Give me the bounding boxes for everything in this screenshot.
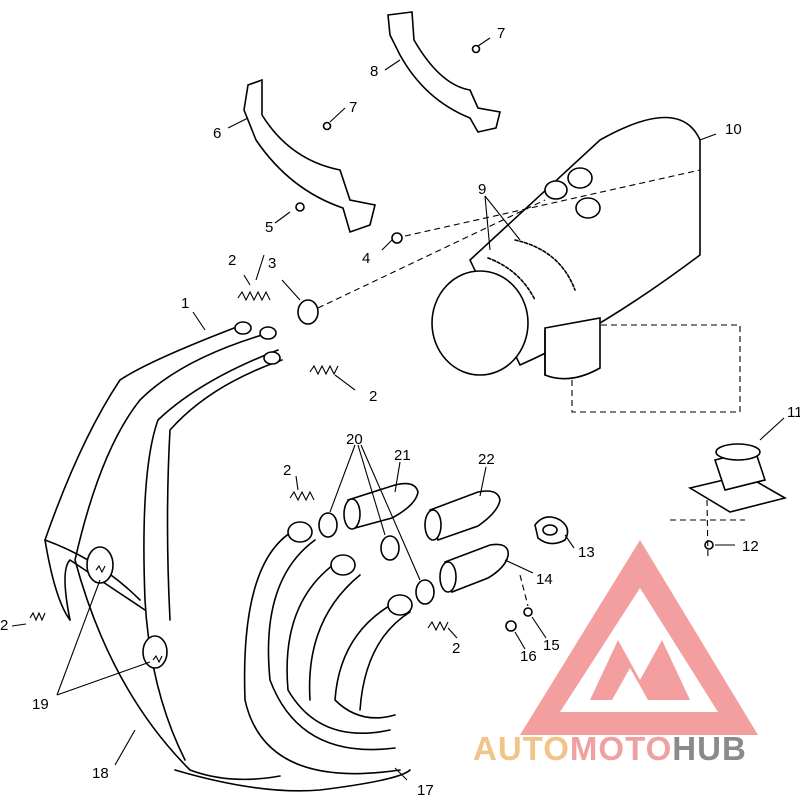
callout-18: 18 bbox=[92, 765, 109, 782]
callout-8: 8 bbox=[370, 63, 378, 80]
callout-22: 22 bbox=[478, 451, 495, 468]
callout-12: 12 bbox=[742, 538, 759, 555]
watermark-text: AUTOMOTOHUB bbox=[473, 730, 747, 767]
coupler-14 bbox=[439, 543, 509, 594]
callout-labels: 1 2 3 4 5 6 7 8 7 9 10 2 11 20 21 22 2 1… bbox=[0, 25, 800, 799]
svg-text:AUTOMOTOHUB: AUTOMOTOHUB bbox=[473, 730, 747, 767]
callout-2-d: 2 bbox=[0, 617, 8, 634]
small-hardware bbox=[295, 44, 714, 632]
callout-5: 5 bbox=[265, 219, 273, 236]
callout-2-e: 2 bbox=[452, 640, 460, 657]
watermark-logo bbox=[520, 540, 758, 735]
callout-14: 14 bbox=[536, 571, 553, 588]
muffler-body bbox=[431, 116, 701, 380]
callout-7-a: 7 bbox=[349, 99, 357, 116]
callout-19: 19 bbox=[32, 696, 49, 713]
callout-6: 6 bbox=[213, 125, 221, 142]
callout-20: 20 bbox=[346, 431, 363, 448]
callout-17: 17 bbox=[417, 782, 434, 799]
callout-2-b: 2 bbox=[369, 388, 377, 405]
grommet-11 bbox=[687, 443, 788, 513]
callout-16: 16 bbox=[520, 648, 537, 665]
callout-3: 3 bbox=[268, 255, 276, 272]
headpipe-assembly bbox=[44, 321, 411, 792]
callout-10: 10 bbox=[725, 121, 742, 138]
watermark-hub: HUB bbox=[672, 730, 747, 767]
callout-9: 9 bbox=[478, 181, 486, 198]
rings-20 bbox=[318, 512, 435, 605]
exhaust-pipes-17 bbox=[243, 521, 413, 775]
bracket-8 bbox=[387, 11, 501, 133]
callout-2-c: 2 bbox=[283, 462, 291, 479]
leader-lines bbox=[11, 37, 785, 781]
callout-1: 1 bbox=[181, 295, 189, 312]
gasket-13 bbox=[534, 516, 569, 545]
watermark-moto: MOTO bbox=[570, 730, 672, 767]
spring-parts bbox=[29, 290, 449, 664]
ring-3 bbox=[297, 299, 319, 325]
callout-2-a: 2 bbox=[228, 252, 236, 269]
callout-7-b: 7 bbox=[497, 25, 505, 42]
callout-15: 15 bbox=[543, 637, 560, 654]
watermark-auto: AUTO bbox=[473, 730, 570, 767]
callout-11: 11 bbox=[787, 404, 800, 421]
callout-4: 4 bbox=[362, 250, 370, 267]
bracket-6 bbox=[243, 78, 376, 234]
callout-21: 21 bbox=[394, 447, 411, 464]
coupler-22 bbox=[424, 490, 501, 542]
callout-13: 13 bbox=[578, 544, 595, 561]
coupler-21 bbox=[343, 482, 419, 530]
